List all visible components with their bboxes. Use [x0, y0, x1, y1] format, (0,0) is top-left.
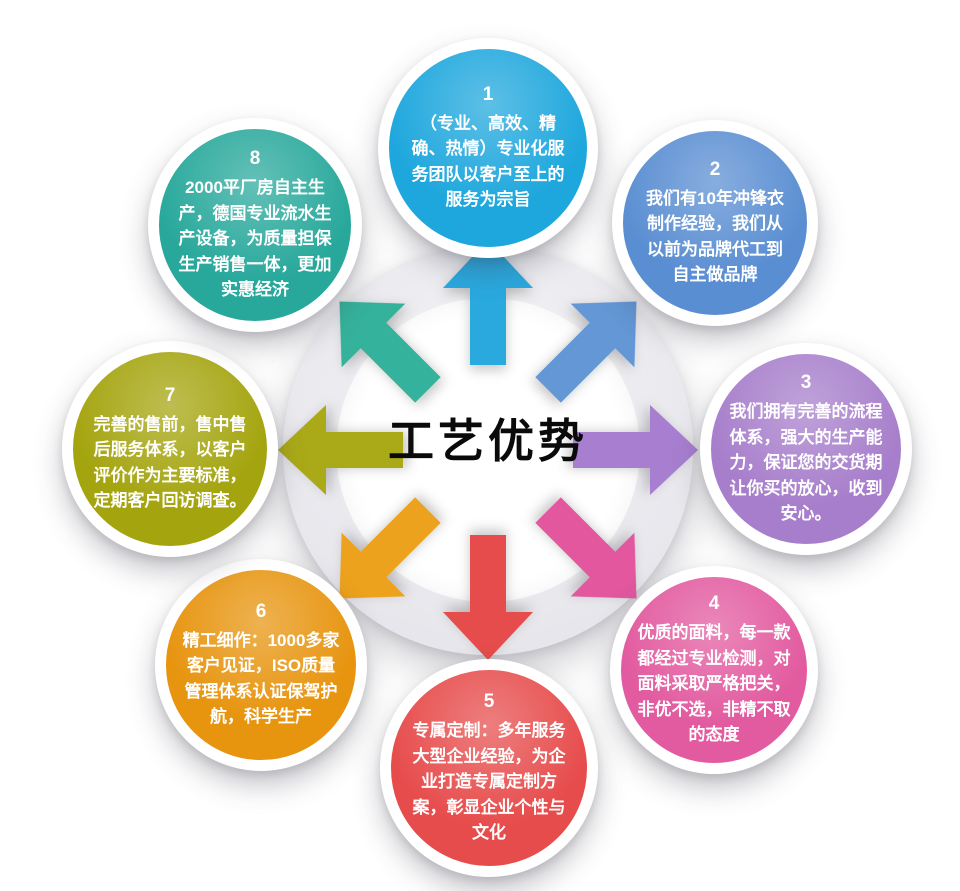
arrow-up-right-icon: [535, 301, 637, 403]
arrow-up-left-icon: [339, 301, 441, 403]
feature-number: 1: [482, 84, 494, 106]
feature-circle-7: 7 完善的售前，售中售后服务体系，以客户评价作为主要标准，定期客户回访调查。: [62, 341, 278, 557]
feature-text: （专业、高效、精确、热情）专业化服务团队以客户至上的服务为宗旨: [411, 113, 565, 210]
feature-circle-5: 5 专属定制：多年服务大型企业经验，为企业打造专属定制方案，彰显企业个性与文化: [380, 659, 598, 877]
feature-number: 3: [800, 372, 812, 394]
feature-text: 完善的售前，售中售后服务体系，以客户评价作为主要标准，定期客户回访调查。: [93, 414, 247, 511]
feature-text: 我们有10年冲锋衣制作经验，我们从以前为品牌代工到自主做品牌: [646, 188, 784, 285]
feature-circle-1: 1 （专业、高效、精确、热情）专业化服务团队以客户至上的服务为宗旨: [378, 38, 598, 258]
feature-text: 优质的面料，每一款都经过专业检测，对面料采取严格把关，非优不选，非精不取的态度: [637, 623, 791, 745]
feature-number: 2: [709, 159, 721, 181]
feature-text: 2000平厂房自主生产，德国专业流水生产设备，为质量担保生产销售一体，更加实惠经…: [178, 178, 332, 300]
feature-circle-8: 8 2000平厂房自主生产，德国专业流水生产设备，为质量担保生产销售一体，更加实…: [148, 118, 362, 332]
feature-text: 专属定制：多年服务大型企业经验，为企业打造专属定制方案，彰显企业个性与文化: [412, 721, 566, 843]
feature-circle-6: 6 精工细作：1000多家客户见证，ISO质量管理体系认证保驾护航，科学生产: [155, 559, 367, 771]
feature-circle-2: 2 我们有10年冲锋衣制作经验，我们从以前为品牌代工到自主做品牌: [612, 120, 818, 326]
arrow-down-icon: [443, 535, 533, 660]
arrow-up-icon: [443, 240, 533, 365]
feature-text: 我们拥有完善的流程体系，强大的生产能力，保证您的交货期让你买的放心，收到安心。: [729, 402, 883, 524]
feature-number: 8: [249, 148, 261, 170]
arrow-down-right-icon: [535, 497, 637, 599]
feature-text: 精工细作：1000多家客户见证，ISO质量管理体系认证保驾护航，科学生产: [182, 630, 340, 727]
feature-circle-4: 4 优质的面料，每一款都经过专业检测，对面料采取严格把关，非优不选，非精不取的态…: [610, 566, 818, 774]
arrow-left-icon: [278, 405, 403, 495]
arrow-right-icon: [573, 405, 698, 495]
arrow-down-left-icon: [339, 497, 441, 599]
feature-number: 7: [164, 385, 176, 407]
feature-number: 6: [255, 601, 267, 623]
feature-number: 4: [708, 593, 720, 615]
feature-number: 5: [483, 691, 495, 713]
feature-circle-3: 3 我们拥有完善的流程体系，强大的生产能力，保证您的交货期让你买的放心，收到安心…: [700, 343, 912, 555]
